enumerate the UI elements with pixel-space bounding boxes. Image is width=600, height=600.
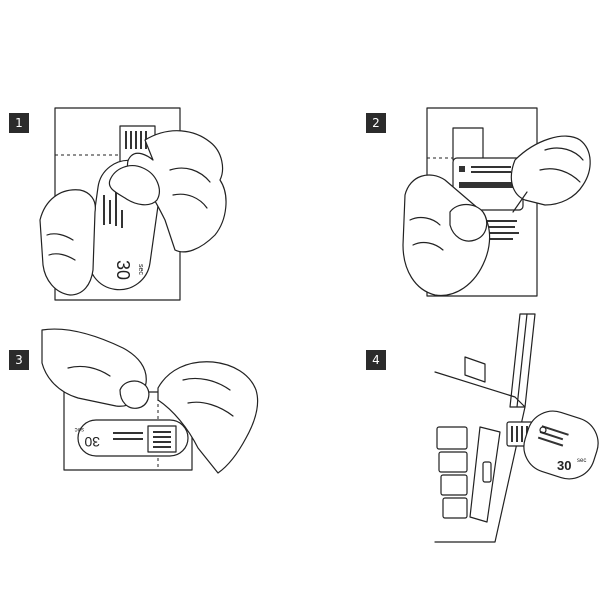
left-thumb	[449, 203, 488, 242]
laptop-base	[434, 371, 526, 543]
step-2-illustration	[402, 107, 591, 297]
timer-unit-label: sec	[137, 264, 144, 275]
keyboard	[436, 426, 468, 519]
usb-contacts	[153, 431, 171, 448]
left-thumb	[119, 380, 150, 409]
right-hand	[157, 361, 259, 474]
device-print-lines	[537, 425, 569, 447]
timer-unit-label: sec	[75, 426, 84, 432]
right-hand	[510, 135, 591, 206]
usb-port	[482, 461, 492, 483]
usb-slot	[452, 127, 484, 161]
usb-connector	[147, 425, 177, 453]
step-3-illustration: 30 sec	[41, 328, 259, 474]
step-4-illustration: 30 sec	[434, 313, 599, 543]
step-badge-1: 1	[9, 113, 29, 133]
right-thumb	[108, 165, 160, 206]
device-print-lines	[103, 192, 123, 228]
step-badge-4: 4	[366, 350, 386, 370]
step-badge-3: 3	[9, 350, 29, 370]
hinge	[464, 356, 486, 383]
right-hand	[126, 130, 227, 253]
left-hand	[39, 189, 96, 296]
timer-unit-label: sec	[577, 458, 586, 464]
indicator-dot	[539, 426, 547, 434]
left-hand	[41, 328, 147, 407]
timer-value-label: 30	[113, 260, 133, 280]
step-1-illustration: 30 sec	[39, 107, 227, 301]
device-print-lines	[113, 432, 143, 440]
side-panel	[469, 426, 501, 523]
timer-value-label: 30	[84, 434, 100, 450]
timer-value-label: 30	[557, 458, 571, 473]
step-badge-2: 2	[366, 113, 386, 133]
label-print	[459, 166, 519, 240]
